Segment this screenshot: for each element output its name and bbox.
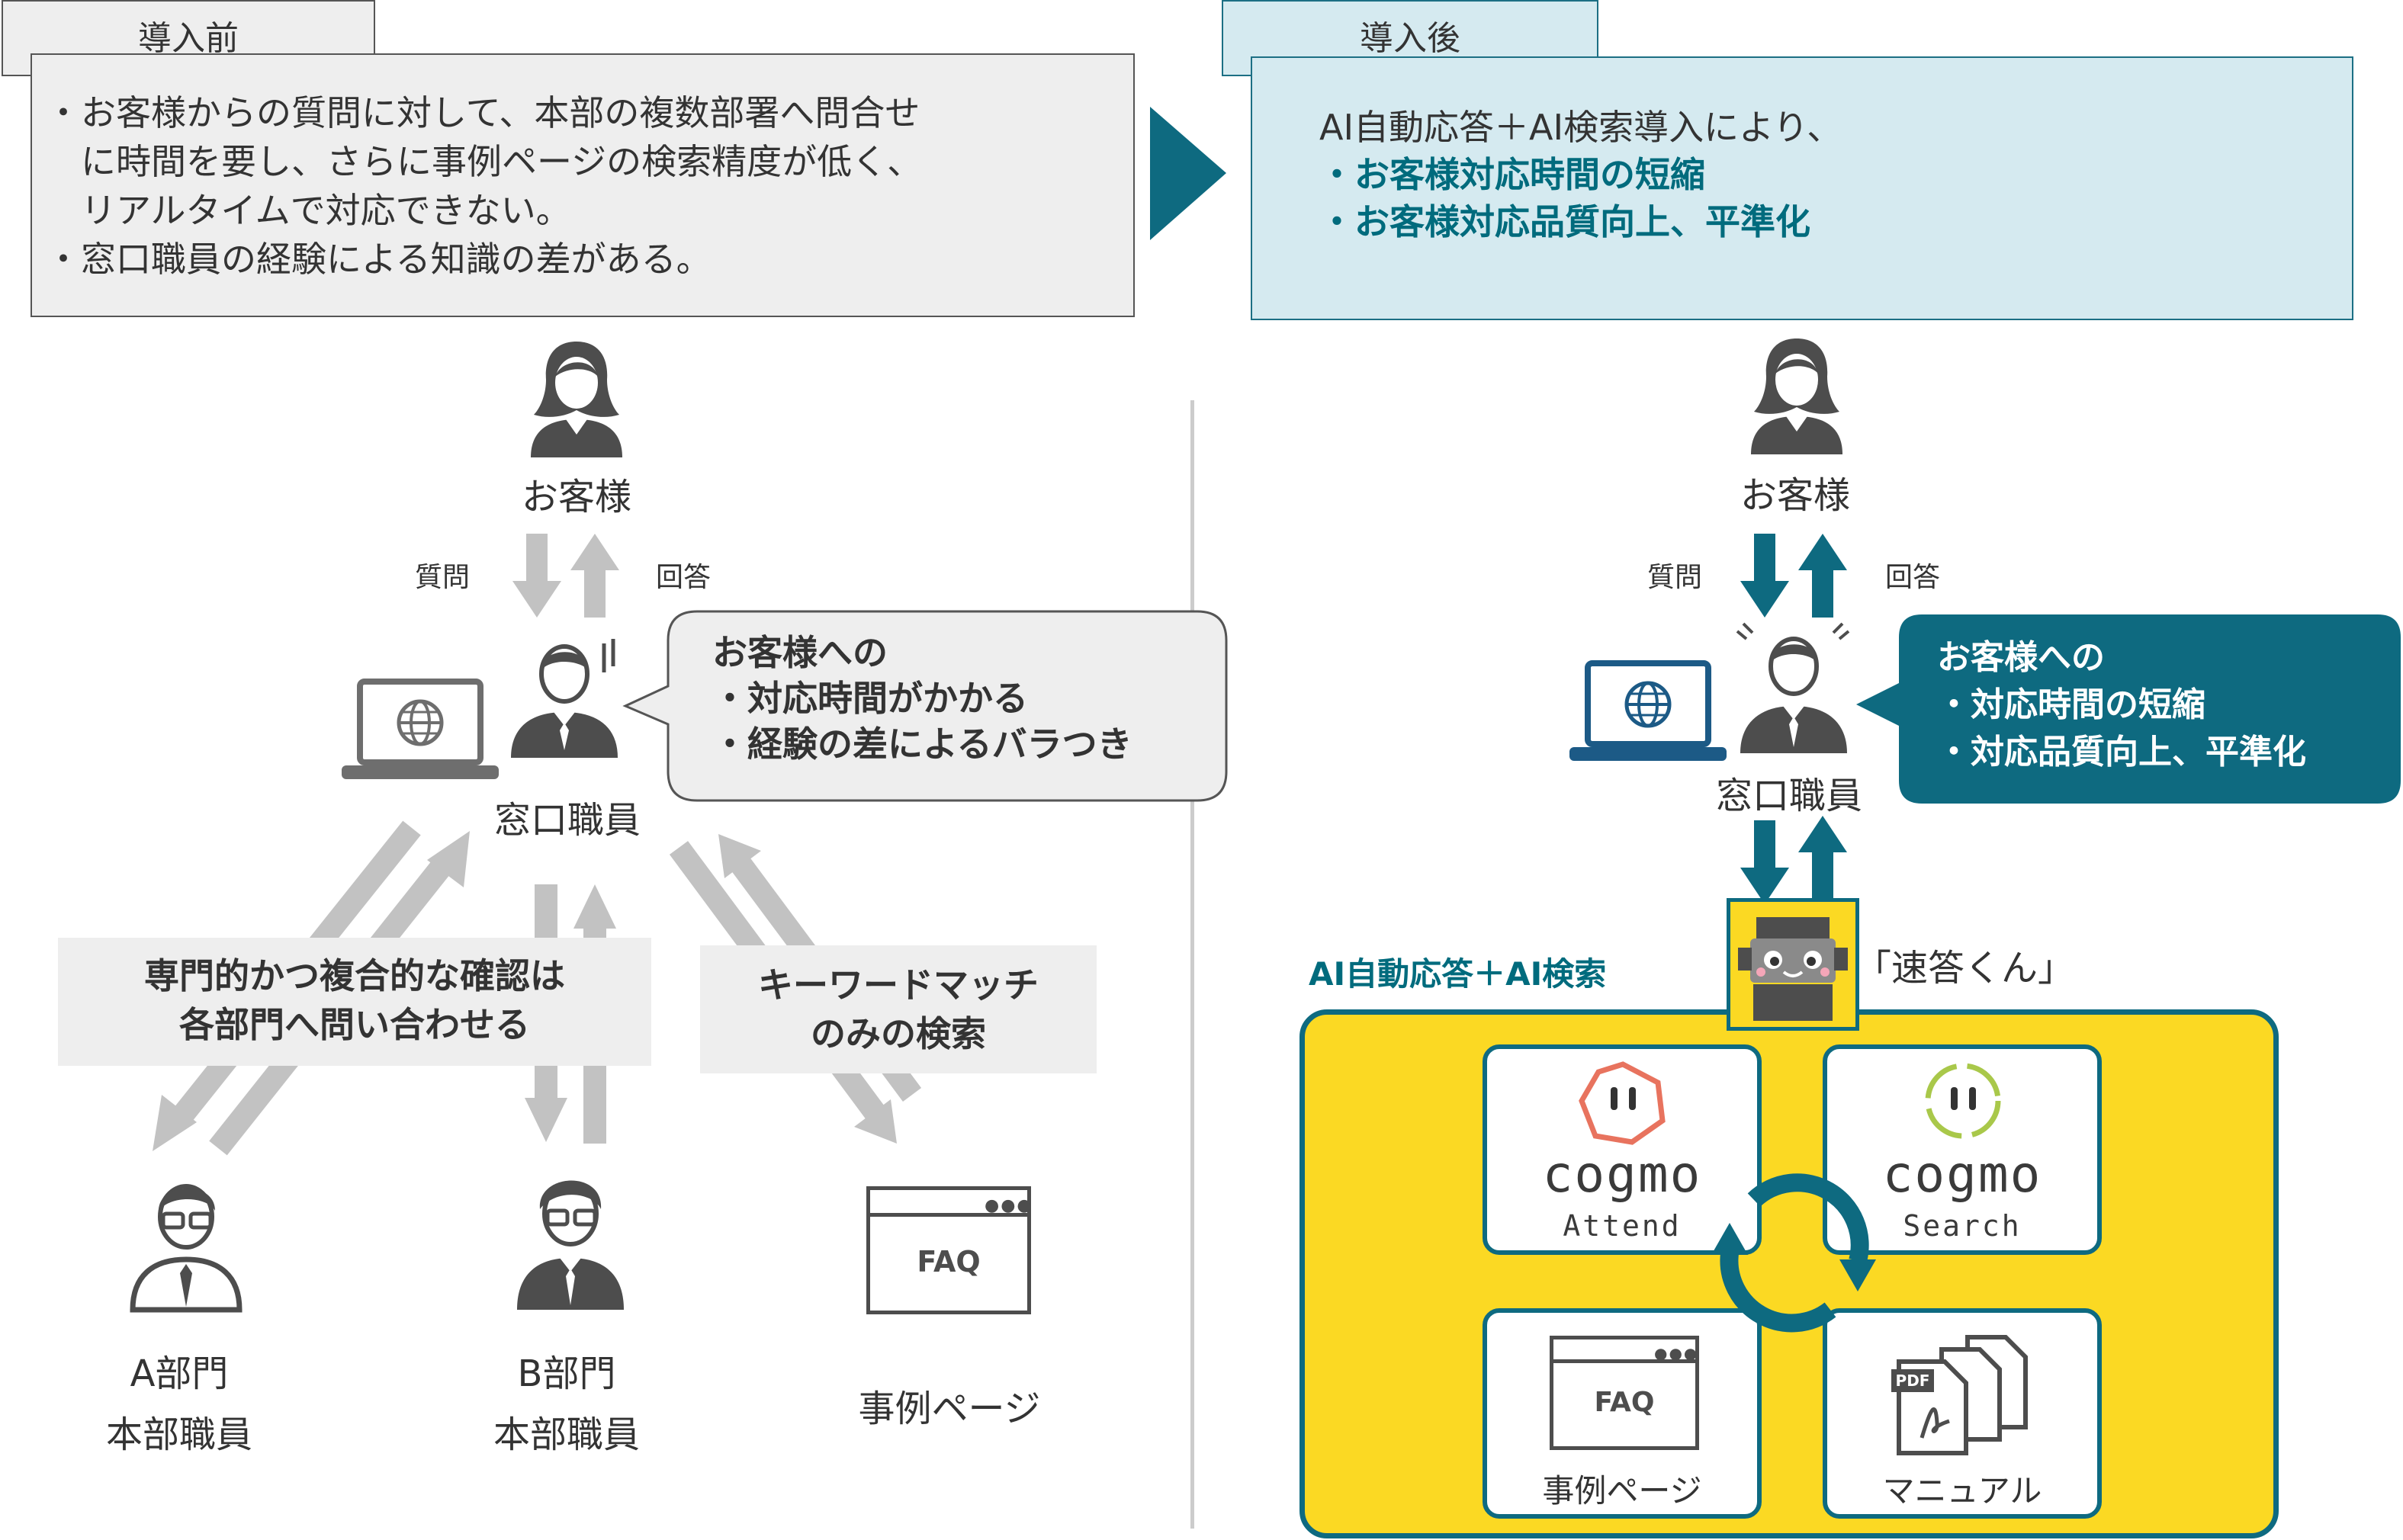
before-summary-line-1: ・お客様からの質問に対して、本部の複数部署へ問合せ [46, 92, 920, 133]
cogmo-attend-sub: Attend [1563, 1209, 1682, 1243]
pdf-documents-icon: PDF [1891, 1335, 2028, 1455]
before-answer-arrow-icon [570, 534, 619, 618]
robot-face-icon [1738, 917, 1848, 1021]
robot-sokkotou-icon [1727, 898, 1859, 1031]
after-case-page-label: 事例ページ [1542, 1472, 1702, 1510]
staff-robot-down-arrow-icon [1740, 820, 1789, 904]
after-bubble-line-3: ・対応品質向上、平準化 [1937, 733, 2306, 772]
dept-b-person-icon [517, 1180, 624, 1310]
after-faq-card: ●●● FAQ 事例ページ [1483, 1308, 1762, 1519]
manual-label: マニュアル [1882, 1472, 2042, 1510]
before-faq-titlebar [870, 1213, 1027, 1217]
after-faq-titlebar [1553, 1359, 1695, 1363]
robot-name-label: 「速答くん」 [1855, 947, 2075, 990]
cogmo-search-logo-icon [1925, 1063, 2001, 1139]
after-bubble-line-2: ・対応時間の短縮 [1937, 685, 2205, 724]
after-bubble-text: お客様への ・対応時間の短縮 ・対応品質向上、平準化 [1937, 634, 2306, 776]
before-staff-label: 窓口職員 [493, 799, 641, 842]
before-right-note: キーワードマッチ のみの検索 [700, 945, 1097, 1073]
ai-system-container [1299, 1009, 2279, 1538]
before-summary-line-2: に時間を要し、さらに事例ページの検索精度が低く、 [46, 141, 923, 182]
dept-a-label: A部門 本部職員 [84, 1343, 275, 1465]
transition-arrow-icon [1150, 107, 1226, 240]
staff-male-icon-after [1736, 622, 1850, 753]
laptop-globe-icon [342, 679, 499, 779]
before-customer-label: お客様 [521, 476, 631, 518]
before-faq-window-icon: ●●● FAQ [866, 1186, 1033, 1314]
before-bubble-line-1: お客様への [712, 632, 888, 673]
staff-robot-up-arrow-icon [1798, 816, 1847, 900]
cycle-arrow-icon [1711, 1173, 1876, 1333]
before-left-note-line-1: 専門的かつ複合的な確認は [144, 955, 565, 996]
before-summary-line-3: リアルタイムで対応できない。 [46, 190, 571, 231]
before-case-page-label: 事例ページ [858, 1388, 1041, 1430]
after-faq-label: FAQ [1594, 1387, 1655, 1418]
cogmo-search-card: cogmo Search [1823, 1044, 2102, 1255]
dept-b-role: 本部職員 [493, 1413, 640, 1456]
before-left-note: 専門的かつ複合的な確認は 各部門へ問い合わせる [58, 938, 651, 1066]
before-summary-line-4: ・窓口職員の経験による知識の差がある。 [46, 239, 712, 280]
laptop-globe-icon-after [1569, 660, 1727, 761]
after-bubble-line-1: お客様への [1937, 638, 2105, 677]
before-right-note-line-2: のみの検索 [811, 1013, 986, 1054]
before-question-label: 質問 [414, 562, 470, 593]
before-bubble-line-2: ・対応時間がかかる [712, 678, 1028, 719]
pdf-badge-label: PDF [1896, 1372, 1930, 1390]
before-bubble-shape [622, 610, 1228, 802]
after-answer-label: 回答 [1884, 562, 1940, 593]
before-faq-label: FAQ [917, 1245, 981, 1279]
before-answer-label: 回答 [655, 562, 711, 593]
before-bubble-text: お客様への ・対応時間がかかる ・経験の差によるバラつき [712, 630, 1132, 767]
staff-male-icon [511, 639, 618, 758]
after-faq-dots: ●●● [1654, 1344, 1699, 1362]
before-question-arrow-icon [512, 534, 561, 618]
customer-female-icon-after [1751, 338, 1842, 454]
dept-a-role: 本部職員 [105, 1413, 252, 1456]
before-bubble-line-3: ・経験の差によるバラつき [712, 723, 1132, 765]
ai-system-label: AI自動応答＋AI検索 [1309, 955, 1607, 993]
after-benefit-1: ・お客様対応時間の短縮 [1319, 154, 1705, 195]
cogmo-attend-card: cogmo Attend [1483, 1044, 1762, 1255]
before-summary-box: ・お客様からの質問に対して、本部の複数部署へ問合せ に時間を要し、さらに事例ペー… [31, 53, 1135, 317]
after-customer-label: お客様 [1740, 474, 1850, 517]
manual-card: PDF マニュアル [1823, 1308, 2102, 1519]
dept-a-person-icon [130, 1184, 243, 1313]
before-faq-dots: ●●● [985, 1196, 1033, 1215]
cogmo-attend-logo-icon [1579, 1061, 1666, 1145]
before-right-note-line-1: キーワードマッチ [758, 964, 1039, 1006]
after-bubble-shape [1856, 614, 2401, 804]
cogmo-search-sub: Search [1903, 1209, 2022, 1243]
after-question-label: 質問 [1646, 562, 1702, 593]
panel-divider [1190, 400, 1194, 1529]
after-faq-window-icon: ●●● FAQ [1550, 1336, 1699, 1450]
dept-a-name: A部門 [130, 1352, 229, 1395]
before-left-note-line-2: 各部門へ問い合わせる [179, 1004, 530, 1045]
dept-b-label: B部門 本部職員 [471, 1343, 662, 1465]
after-question-arrow-icon [1740, 534, 1789, 618]
after-intro: AI自動応答＋AI検索導入により、 [1319, 107, 1842, 148]
after-staff-label: 窓口職員 [1715, 775, 1862, 817]
cogmo-attend-name: cogmo [1542, 1145, 1702, 1204]
customer-female-icon [531, 342, 622, 457]
after-summary-box: AI自動応答＋AI検索導入により、 ・お客様対応時間の短縮 ・お客様対応品質向上… [1251, 56, 2353, 320]
cogmo-search-name: cogmo [1882, 1145, 2042, 1204]
after-benefit-2: ・お客様対応品質向上、平準化 [1319, 201, 1810, 242]
after-answer-arrow-icon [1798, 534, 1847, 618]
dept-b-name: B部門 [517, 1352, 616, 1395]
